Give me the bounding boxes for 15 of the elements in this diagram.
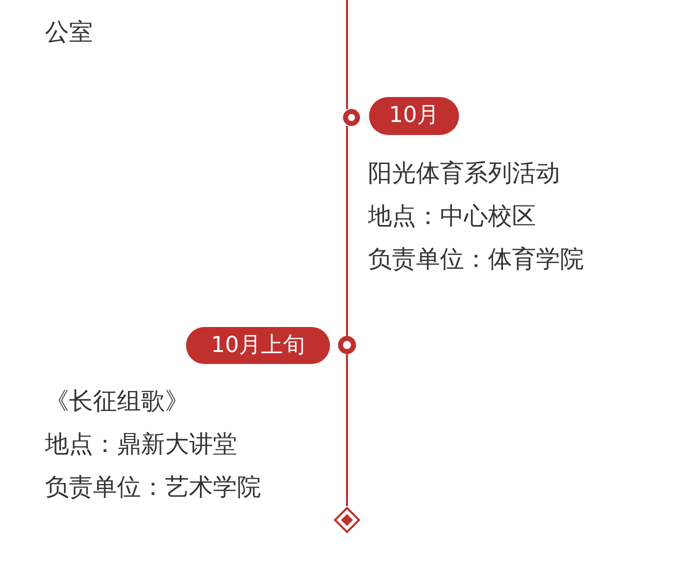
timeline-line — [346, 354, 348, 506]
event-text: 负责单位：艺术学院 — [45, 472, 261, 502]
timeline-dot — [343, 109, 360, 126]
timeline-line — [346, 0, 348, 109]
event-text: 地点：鼎新大讲堂 — [45, 429, 237, 459]
timeline-line — [346, 126, 348, 336]
event-text: 《长征组歌》 — [45, 386, 189, 416]
event-text: 负责单位：体育学院 — [368, 244, 584, 274]
end-marker — [333, 506, 361, 534]
event-text: 阳光体育系列活动 — [368, 158, 560, 188]
text-fragment: 公室 — [45, 17, 93, 47]
date-badge: 10月 — [369, 97, 459, 135]
date-badge: 10月上旬 — [186, 327, 330, 364]
event-text: 地点：中心校区 — [368, 201, 536, 231]
timeline-dot — [338, 336, 356, 354]
